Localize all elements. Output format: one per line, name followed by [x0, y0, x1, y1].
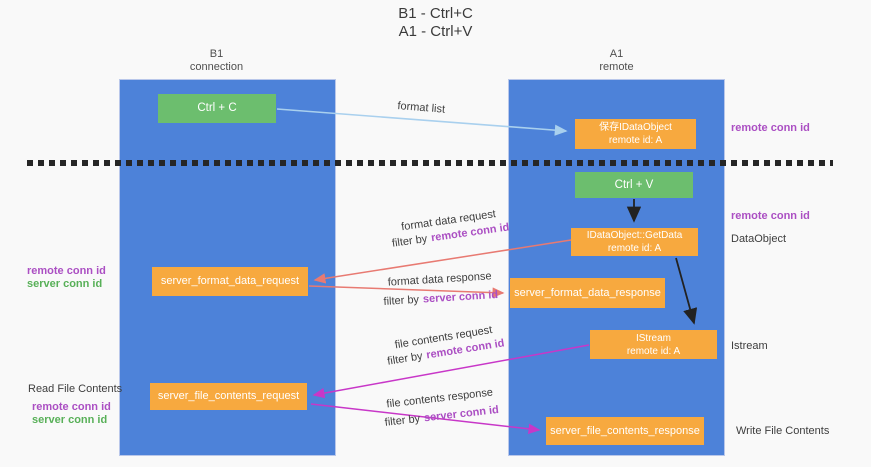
- format-list-edge-label: format list: [396, 99, 446, 116]
- lane-b1-name: B1: [209, 48, 224, 60]
- right-remote-conn-id-1: remote conn id: [731, 122, 810, 134]
- diagram-title: B1 - Ctrl+C A1 - Ctrl+V: [0, 5, 871, 41]
- istream-node: IStream remote id: A: [590, 330, 717, 359]
- filter-by-prefix: filter by: [391, 232, 429, 250]
- filter-by-prefix: filter by: [386, 350, 424, 368]
- getdata-line2: remote id: A: [607, 243, 662, 254]
- filter-key-server-conn-id: server conn id: [422, 288, 499, 306]
- istream-line2: remote id: A: [626, 345, 681, 357]
- lane-header-a1: A1 remote: [508, 48, 725, 74]
- file-request-label: server_file_contents_request: [157, 390, 300, 402]
- save-idataobject-line1: 保存IDataObject: [599, 122, 672, 133]
- filter-by-prefix: filter by: [384, 412, 421, 429]
- filter-by-prefix: filter by: [383, 293, 420, 308]
- ctrl-c-node: Ctrl + C: [158, 94, 276, 123]
- left-server-conn-id-2: server conn id: [32, 414, 108, 426]
- file-response-label: server_file_contents_response: [550, 424, 700, 437]
- ctrl-v-node: Ctrl + V: [575, 172, 693, 198]
- title-line-1: B1 - Ctrl+C: [398, 5, 473, 22]
- lane-a1-subtitle: remote: [599, 61, 634, 73]
- istream-line1: IStream: [635, 332, 671, 344]
- save-idataobject-node: 保存IDataObject remote id: A: [575, 119, 696, 149]
- lane-b1-subtitle: connection: [189, 61, 244, 73]
- right-write-file-contents-label: Write File Contents: [736, 425, 830, 437]
- left-read-file-contents-label: Read File Contents: [28, 383, 123, 395]
- getdata-line1: IDataObject::GetData: [586, 230, 683, 241]
- right-istream-label: Istream: [731, 340, 768, 352]
- lane-header-b1: B1 connection: [108, 48, 325, 74]
- lane-a1-name: A1: [609, 48, 624, 60]
- title-line-2: A1 - Ctrl+V: [398, 23, 473, 40]
- server-format-data-request-node: server_format_data_request: [152, 267, 308, 296]
- left-server-conn-id-1: server conn id: [27, 278, 103, 290]
- ctrl-c-label: Ctrl + C: [197, 102, 237, 114]
- server-file-contents-request-node: server_file_contents_request: [150, 383, 307, 410]
- right-dataobject-label: DataObject: [731, 233, 787, 245]
- ctrl-v-label: Ctrl + V: [614, 178, 654, 191]
- right-remote-conn-id-2: remote conn id: [731, 210, 810, 222]
- left-conn-id-group-1: remote conn id server conn id: [27, 265, 106, 291]
- server-format-data-response-node: server_format_data_response: [510, 278, 665, 308]
- idataobject-getdata-node: IDataObject::GetData remote id: A: [571, 228, 698, 256]
- left-remote-conn-id-2: remote conn id: [32, 401, 111, 413]
- phase-divider-dashed-line: [27, 160, 833, 166]
- left-remote-conn-id-1: remote conn id: [27, 265, 106, 277]
- format-response-label: server_format_data_response: [514, 286, 661, 299]
- save-idataobject-line2: remote id: A: [608, 135, 663, 146]
- format-request-label: server_format_data_request: [160, 275, 300, 287]
- server-file-contents-response-node: server_file_contents_response: [546, 417, 704, 445]
- left-conn-id-group-2: remote conn id server conn id: [32, 401, 111, 427]
- format-data-response-text: format data response: [387, 270, 492, 289]
